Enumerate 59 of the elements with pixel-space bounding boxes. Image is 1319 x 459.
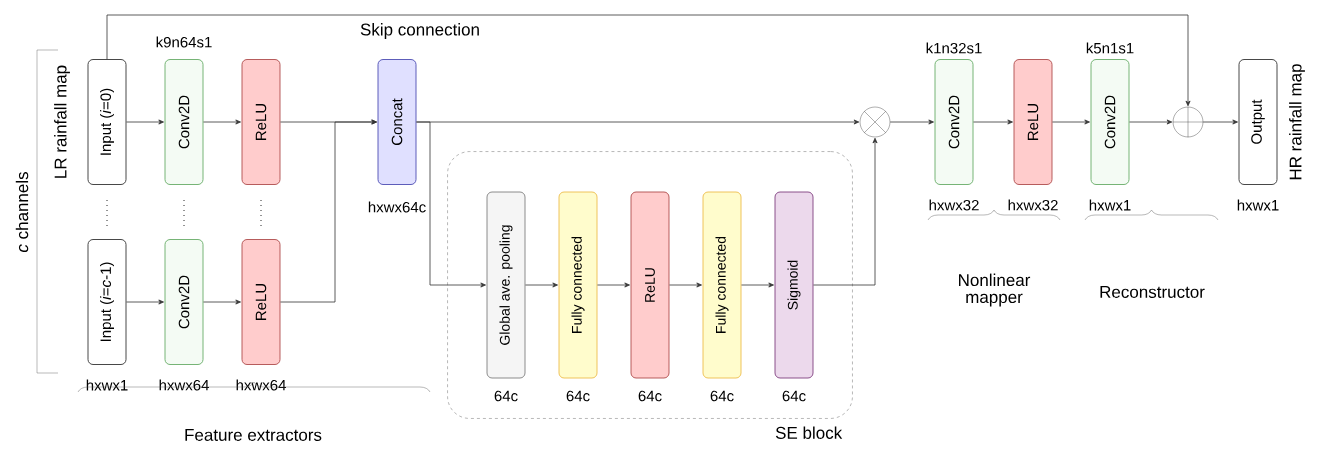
arrow [280,119,377,303]
arrow [126,299,164,305]
block-title: SE block [775,426,843,439]
size-label: hxwx64 [236,379,286,391]
arrow [741,282,774,288]
side-label: HR rainfall map [1289,64,1305,180]
arrow [106,14,1191,107]
arrow [889,119,934,125]
layer-box: Conv2D [164,239,204,365]
layer-box: Conv2D [164,59,204,185]
arrow [1202,119,1238,125]
group-label: Nonlinear mapper [959,273,1031,307]
layer-box: Sigmoid [774,191,814,379]
layer-box: Conv2D [1090,59,1130,185]
size-label: 64c [782,390,806,402]
size-label: hxwx1 [1237,199,1279,211]
size-label: 64c [710,390,734,402]
layer-box: Fully connected [702,191,742,379]
size-label: 64c [566,390,590,402]
arrow [203,299,241,305]
size-label: 64c [638,390,662,402]
arrow [1129,119,1173,125]
layer-box: Conv2D [934,59,974,185]
size-label: hxwx32 [1008,199,1058,211]
arrow [973,119,1013,125]
edge-label: Skip connection [359,22,481,40]
arrow [1052,119,1090,125]
kernel-label: k5n1s1 [1086,42,1134,54]
add-symbol [1172,106,1204,138]
layer-box: ReLU [241,239,281,365]
layer-box: Output [1238,59,1278,185]
group-label: Feature extractors [185,429,322,441]
layer-box: Input (i=c-1) [87,239,127,365]
multiply-symbol [859,106,891,138]
size-label: hxwx64 [159,379,209,391]
arrow [416,121,486,288]
side-label: LR rainfall map [54,65,70,178]
layer-box: Input (i=0) [87,59,127,185]
layer-box: ReLU [630,191,670,379]
layer-box: Fully connected [558,191,598,379]
size-label: hxwx1 [1089,199,1131,211]
side-label: c channels [15,172,29,253]
size-label: hxwx64c [368,201,426,213]
group-label: Reconstructor [1100,286,1205,298]
arrow [669,282,702,288]
kernel-label: k1n32s1 [926,42,982,54]
arrow [203,119,241,125]
size-label: hxwx1 [86,379,128,391]
arrow [126,119,164,125]
size-label: hxwx32 [929,199,979,211]
kernel-label: k9n64s1 [156,36,212,48]
arrow [813,137,878,286]
arrow [525,282,558,288]
layer-box: ReLU [1013,59,1053,185]
layer-box: ReLU [241,59,281,185]
size-label: 64c [494,390,518,402]
layer-box: Global ave. pooling [486,191,526,379]
arrow [597,282,630,288]
layer-box: Concat [377,59,417,185]
